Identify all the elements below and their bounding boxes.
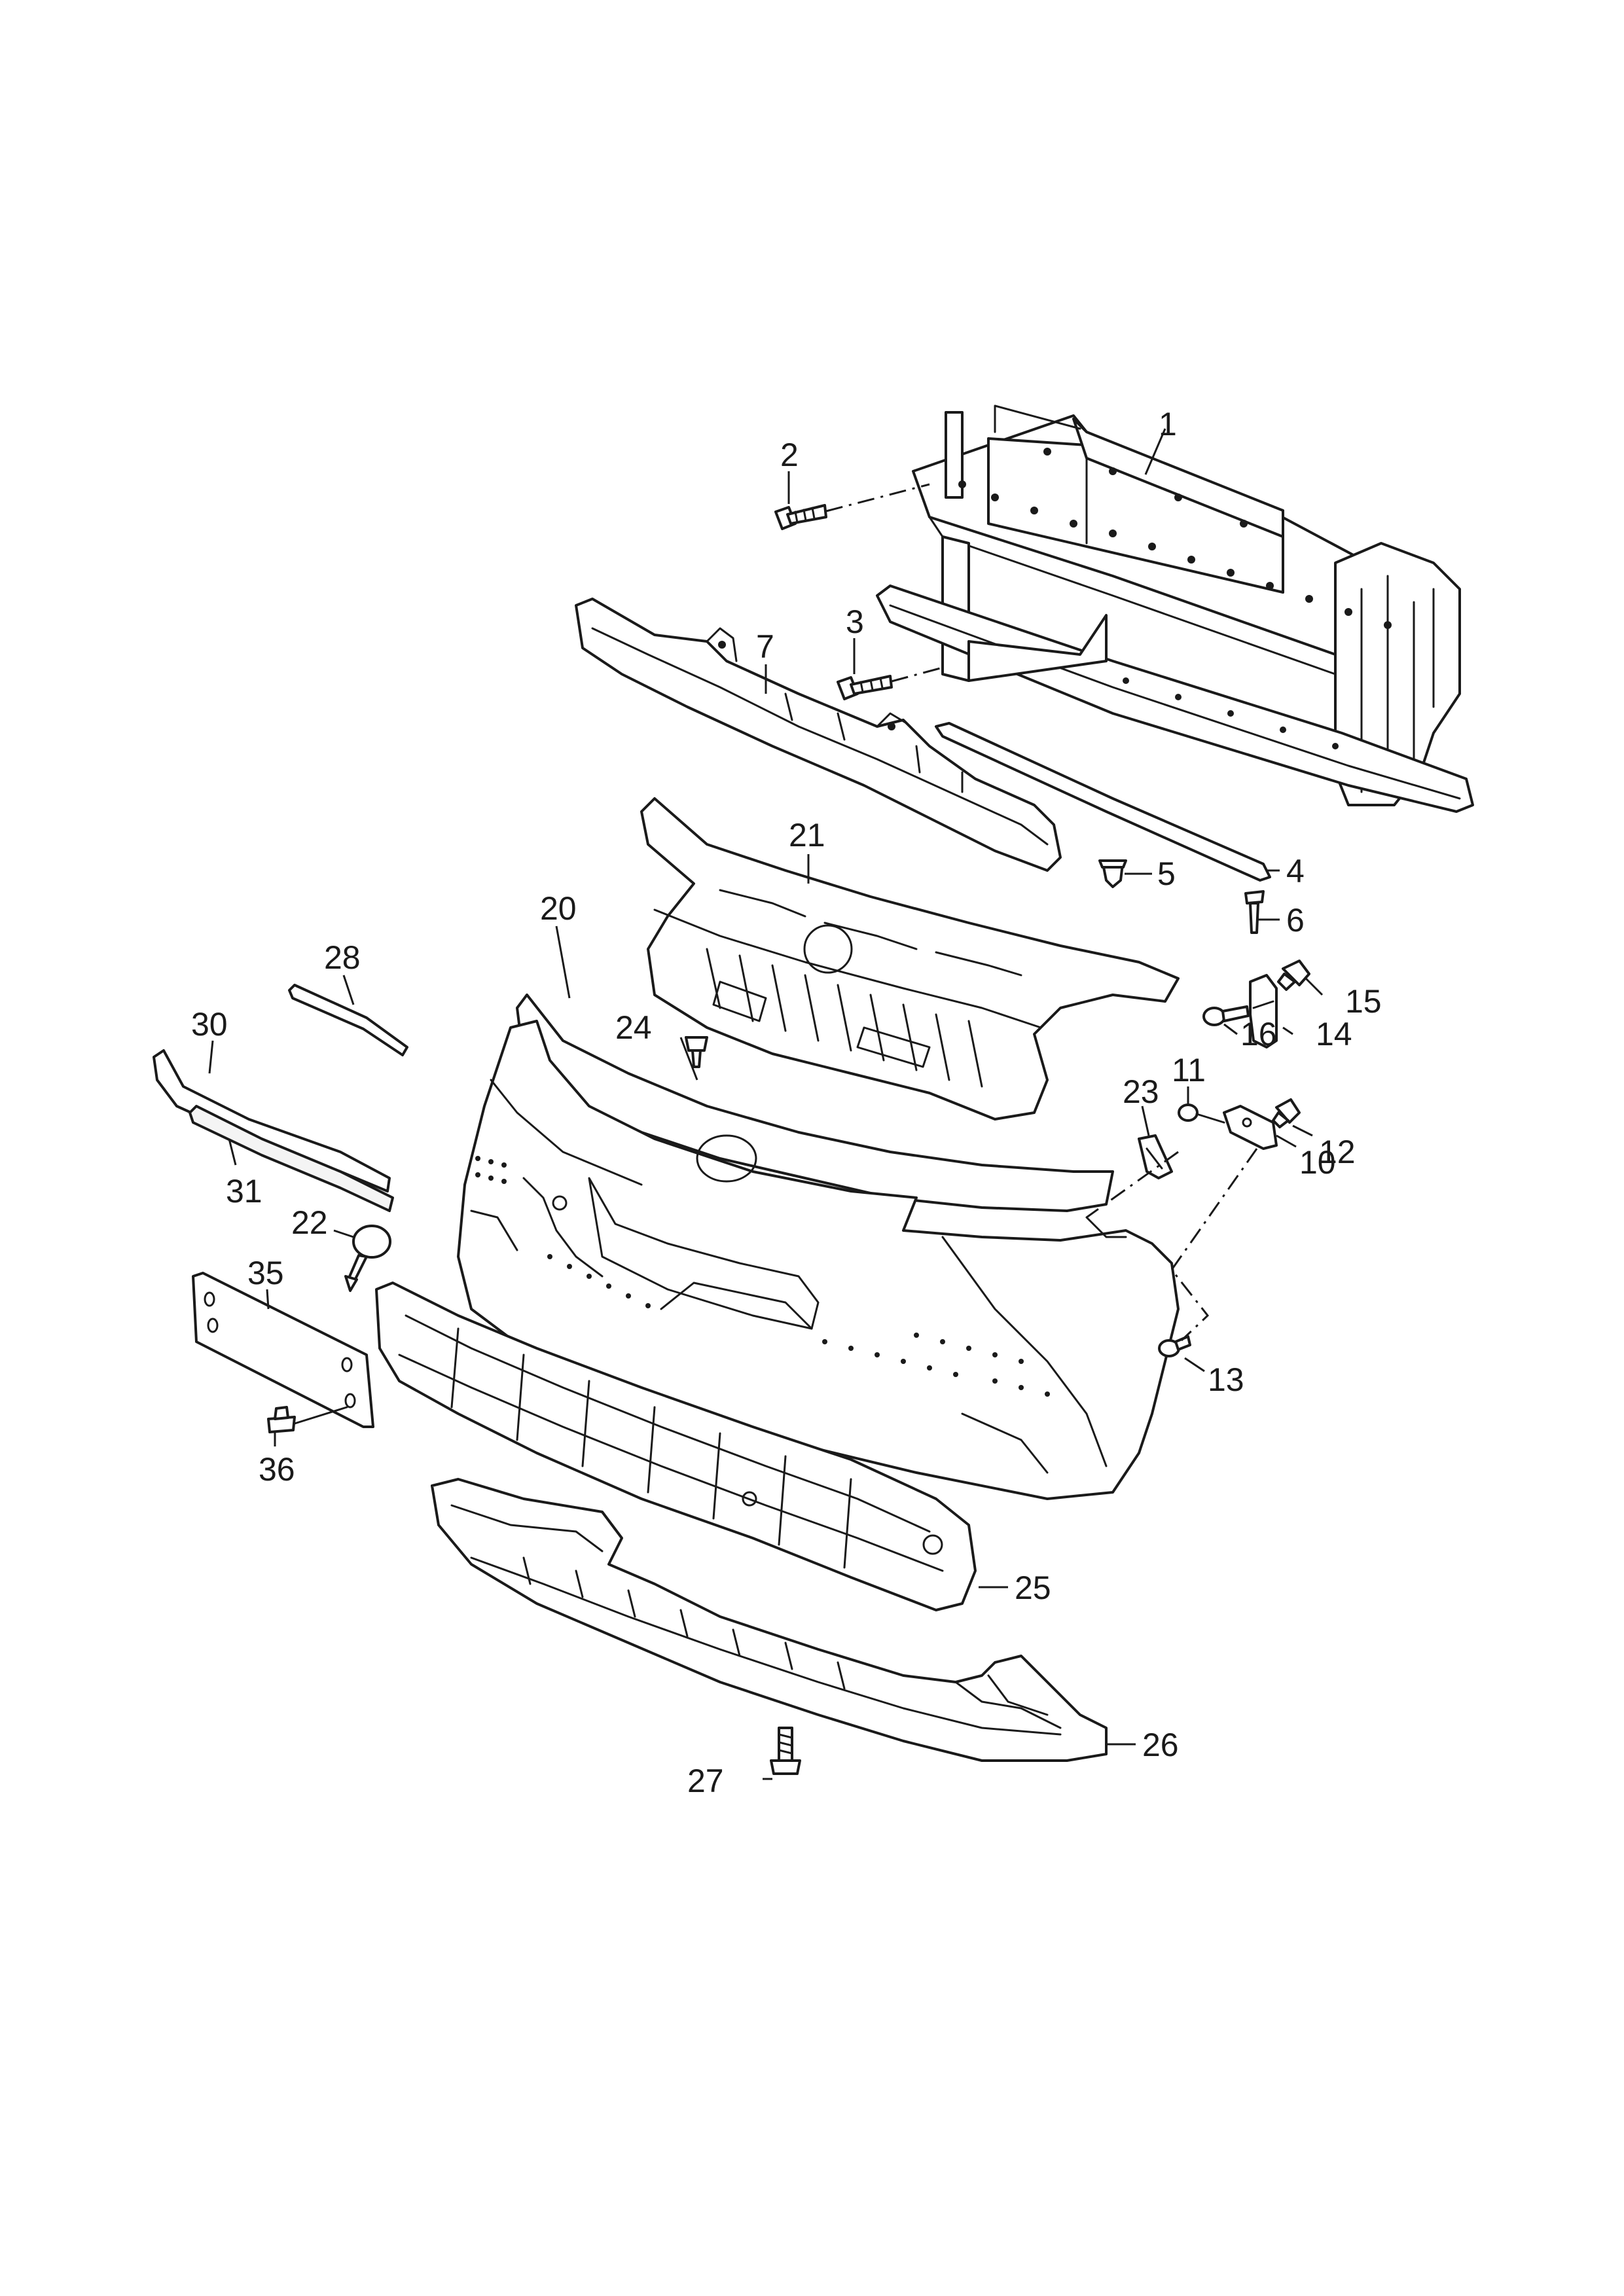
part-27-bolt	[770, 1727, 801, 1775]
callout-28: 28	[324, 939, 361, 976]
part-35-license-plate-holder	[192, 1272, 374, 1428]
part-28-trim-strip	[288, 984, 408, 1056]
callout-31: 31	[226, 1173, 262, 1210]
part-5-clip	[1098, 859, 1127, 888]
part-30-trim-strip	[153, 1049, 391, 1193]
callout-5: 5	[1157, 855, 1176, 892]
part-11-nut	[1178, 1103, 1225, 1124]
bumper-cover	[457, 1020, 1180, 1500]
part-12-clip	[1272, 1098, 1301, 1128]
part-1-holes	[958, 448, 1392, 749]
callout-1: 1	[1159, 406, 1177, 442]
callout-24: 24	[615, 1009, 652, 1046]
part-6-screw	[1244, 890, 1265, 934]
callout-15: 15	[1345, 983, 1382, 1020]
callout-4: 4	[1286, 853, 1305, 889]
callout-25: 25	[1015, 1570, 1051, 1606]
part-13-screw	[1158, 1335, 1191, 1357]
part-7-upper-bracket	[575, 598, 1062, 872]
callout-labels: 1 2 3 4 5 6 7 10 11 12 13 14 15 16 20 21…	[191, 406, 1382, 1799]
part-21-grille-carrier	[640, 797, 1180, 1121]
part-23-clip	[1138, 1134, 1173, 1179]
part-14-bracket	[1249, 974, 1278, 1049]
callout-13: 13	[1208, 1361, 1244, 1398]
leader-lines	[208, 428, 1324, 1780]
callout-2: 2	[780, 437, 799, 473]
callout-3: 3	[846, 603, 864, 640]
part-15-clip	[1277, 960, 1310, 991]
part-1-front-carrier	[876, 404, 1474, 813]
callout-14: 14	[1316, 1016, 1352, 1052]
callout-36: 36	[259, 1451, 295, 1488]
part-25-lower-grille	[375, 1282, 977, 1611]
part-31-trim-strip	[189, 1105, 394, 1212]
part-26-undertray	[431, 1478, 1108, 1762]
part-36-push-pin	[267, 1406, 348, 1433]
callout-27: 27	[687, 1763, 724, 1799]
part-4-seal-strip	[935, 722, 1271, 882]
callout-21: 21	[789, 817, 825, 853]
part-24-screw	[685, 1036, 708, 1068]
callout-22: 22	[291, 1204, 328, 1241]
callout-26: 26	[1142, 1727, 1179, 1763]
callout-6: 6	[1286, 902, 1305, 939]
assembly-lines	[825, 483, 1258, 1342]
callout-16: 16	[1240, 1016, 1277, 1052]
bumper-mesh	[475, 1156, 1050, 1397]
callout-23: 23	[1123, 1073, 1159, 1110]
part-16-screw	[1202, 1005, 1250, 1026]
callout-7: 7	[756, 628, 774, 665]
part-2-bolt	[774, 504, 827, 530]
callout-35: 35	[247, 1255, 284, 1291]
callout-30: 30	[191, 1006, 228, 1043]
part-3-bolt	[837, 675, 893, 700]
part-20-upper-trim	[516, 994, 1114, 1212]
callout-20: 20	[540, 890, 577, 927]
callout-12: 12	[1319, 1134, 1356, 1170]
part-10-bracket	[1223, 1105, 1278, 1150]
part-22-tow-cap	[344, 1225, 391, 1292]
callout-10: 10	[1299, 1144, 1336, 1181]
callout-11: 11	[1172, 1052, 1206, 1088]
